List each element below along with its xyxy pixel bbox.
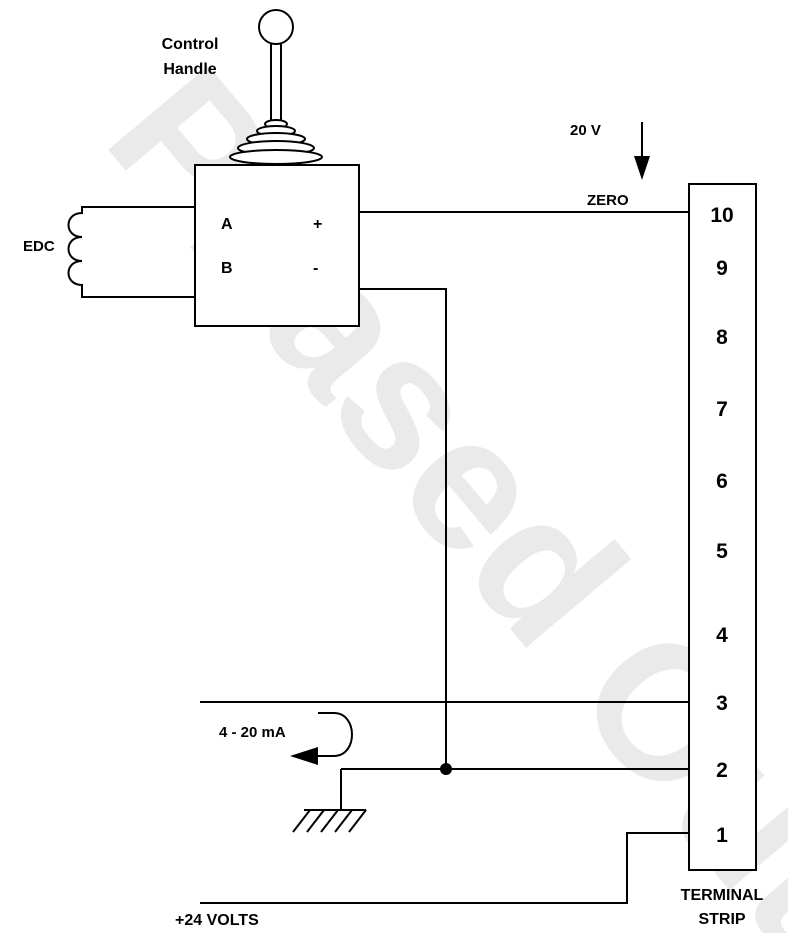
edc-coil-icon [67,206,195,298]
terminal-1-label: 1 [716,824,728,847]
pin-a-label: A [221,216,233,233]
junction-dot [440,763,452,775]
handle-label-line2: Handle [163,61,216,78]
control-handle-icon [229,9,323,165]
terminal-3-label: 3 [716,692,728,715]
zero-label: ZERO [587,192,629,209]
terminal-5-label: 5 [716,540,728,563]
terminal-10-label: 10 [710,204,733,227]
terminal-6-label: 6 [716,470,728,493]
terminal-2-label: 2 [716,759,728,782]
strip-label-line1: TERMINAL [681,887,764,904]
plus-label: + [313,216,322,233]
terminal-labels: 10 9 8 7 6 5 4 3 2 1 [710,204,733,847]
down-arrow-icon [634,122,650,180]
wire-supply-to-terminal-1 [200,832,689,904]
ground-icon [292,769,367,833]
current-arrow-icon [290,712,353,765]
terminal-strip [688,183,757,871]
edc-label: EDC [23,238,55,255]
current-label: 4 - 20 mA [219,724,286,741]
watermark: Phased Out [69,30,788,933]
svg-text:Phased Out: Phased Out [69,30,788,933]
terminal-7-label: 7 [716,398,728,421]
supply-label: +24 VOLTS [175,912,259,929]
terminal-4-label: 4 [716,624,728,647]
pin-b-label: B [221,260,233,277]
controller-box [194,164,360,327]
terminal-8-label: 8 [716,326,728,349]
wire-minus-to-junction [359,288,447,769]
minus-label: - [313,260,318,277]
terminal-9-label: 9 [716,257,728,280]
handle-label-line1: Control [162,36,219,53]
voltage-label: 20 V [570,122,601,139]
strip-label-line2: STRIP [698,911,745,928]
